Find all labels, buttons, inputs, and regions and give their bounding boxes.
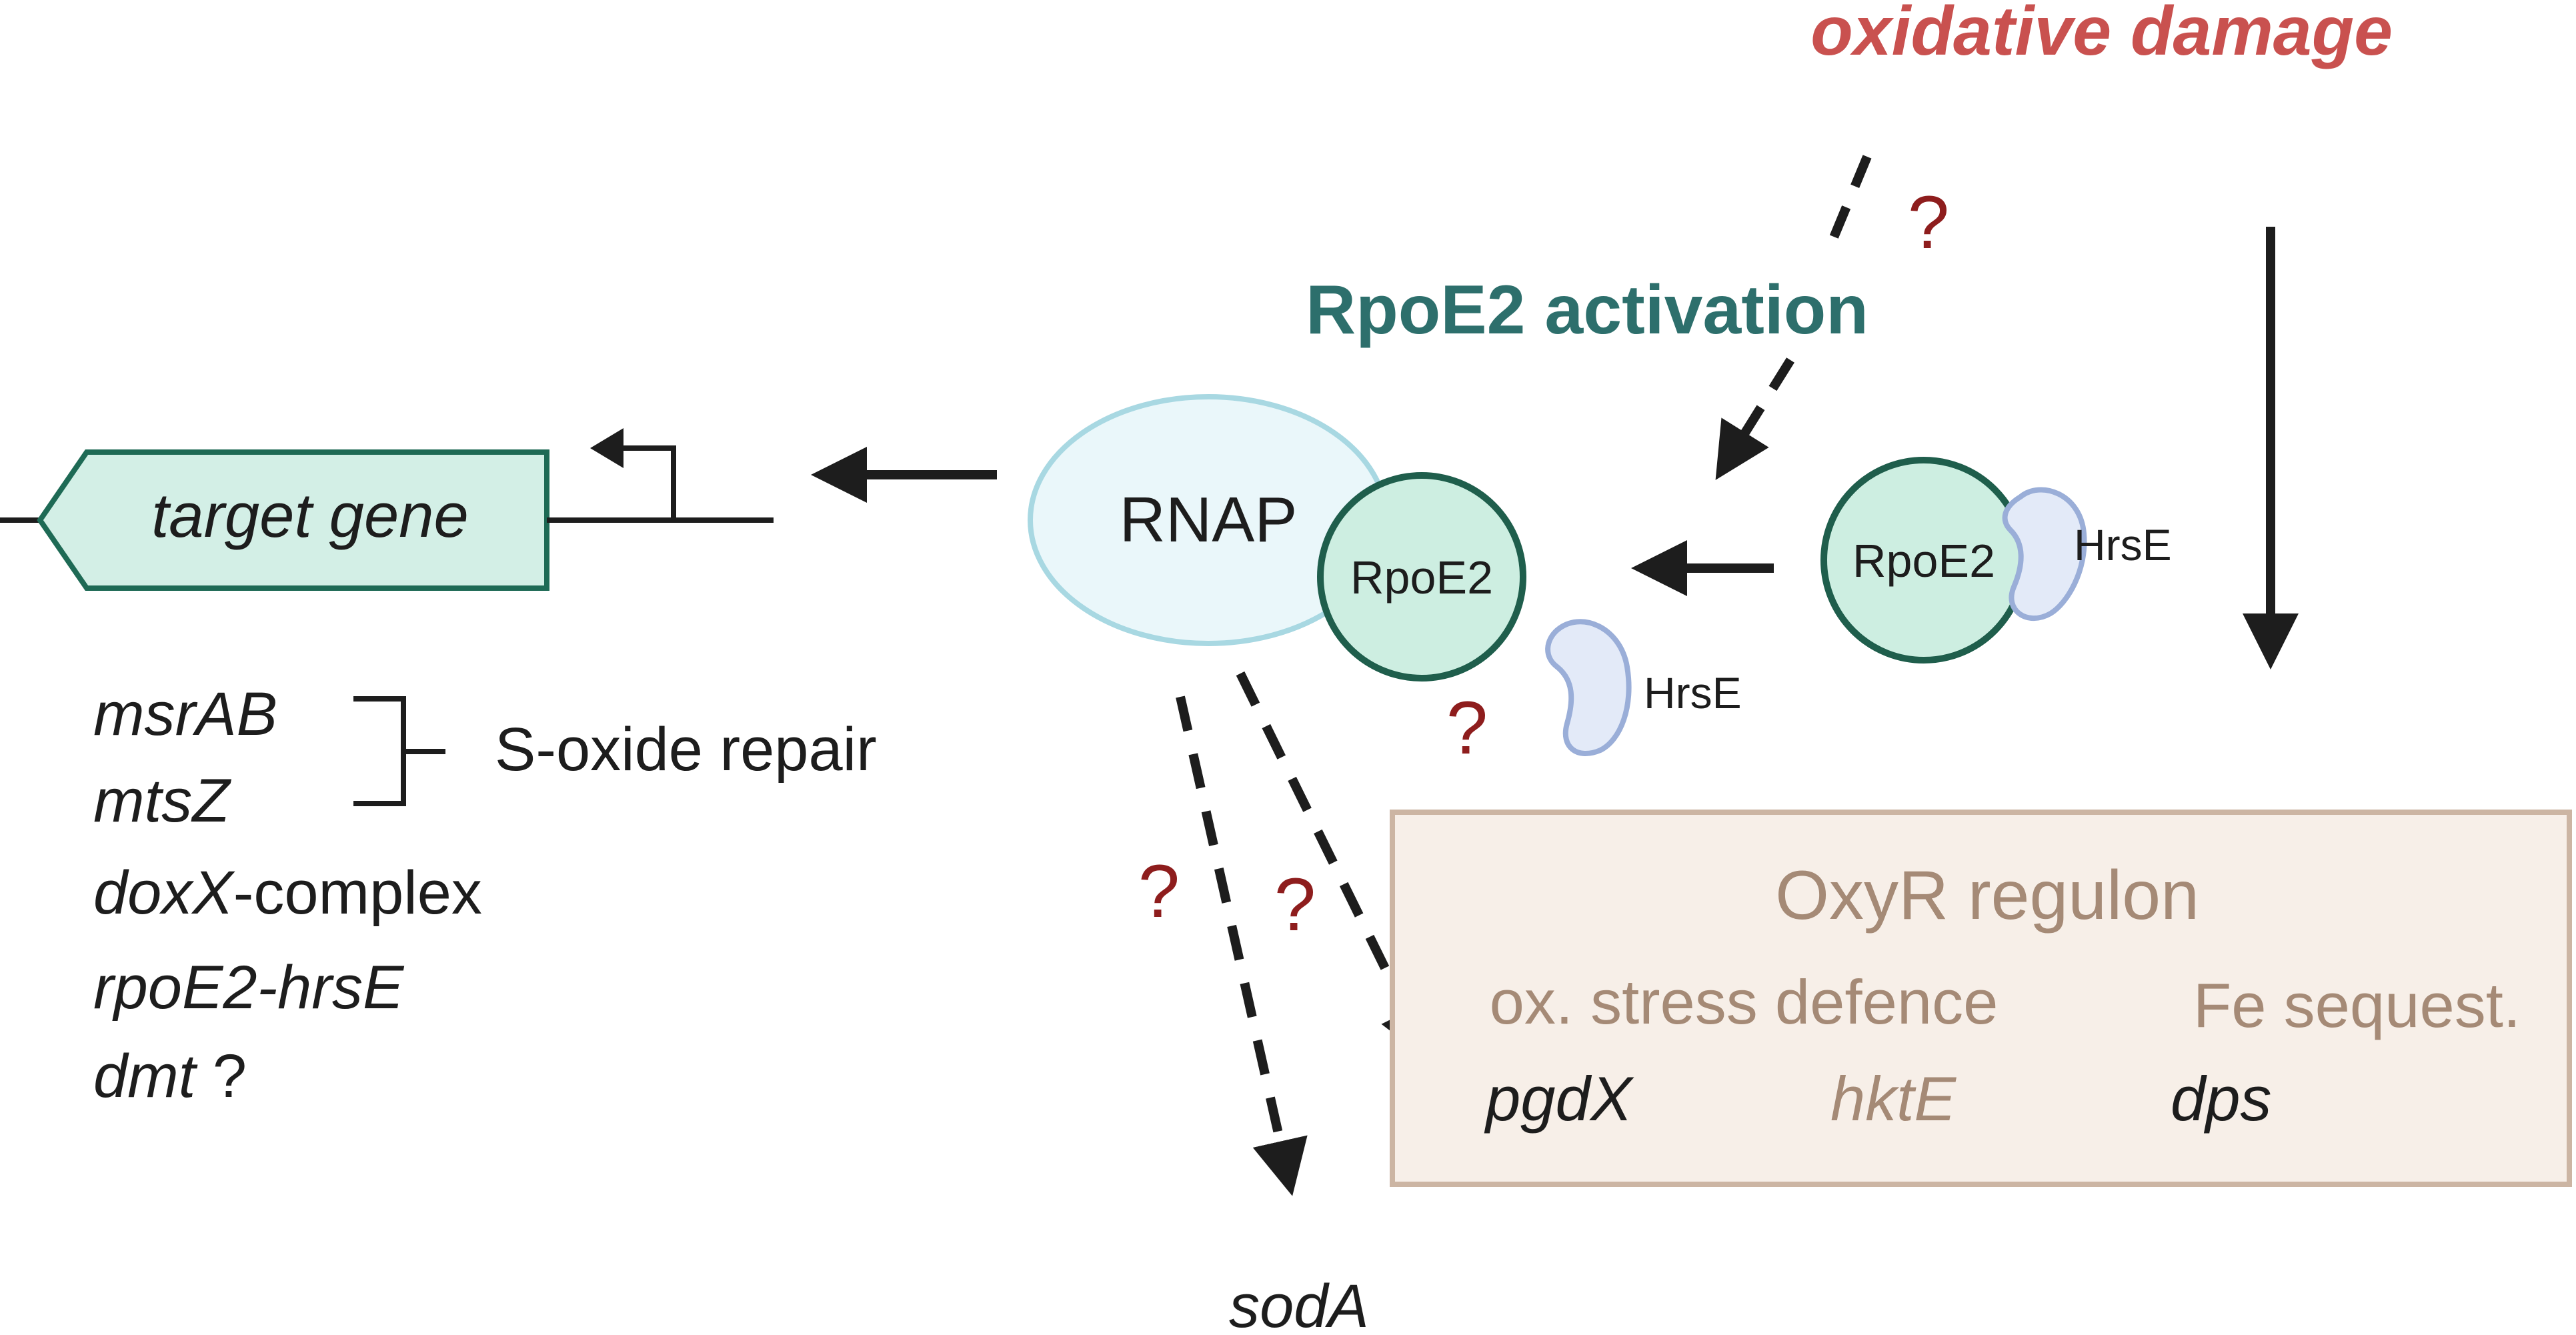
oxyr-gene-hkte: hktE bbox=[1830, 1064, 1957, 1134]
gene-doxx-complex: doxX-complex bbox=[93, 859, 482, 927]
rpoe2-bound-label: RpoE2 bbox=[1350, 551, 1493, 603]
oxyr-col1-heading: ox. stress defence bbox=[1490, 967, 1999, 1037]
hrse-released-label: HrsE bbox=[1644, 668, 1742, 718]
oxyr-gene-dps: dps bbox=[2171, 1064, 2272, 1134]
hrse-complex-shape bbox=[2002, 487, 2087, 621]
rnap-label: RNAP bbox=[1120, 484, 1298, 555]
s-oxide-repair-label: S-oxide repair bbox=[495, 716, 877, 784]
question-mark-soda: ? bbox=[1138, 850, 1180, 933]
gene-doxx-suffix: -complex bbox=[233, 859, 482, 927]
gene-doxx: doxX bbox=[93, 859, 235, 927]
oxyr-gene-pgdx: pgdX bbox=[1484, 1064, 1634, 1134]
activation-label: RpoE2 activation bbox=[1306, 271, 1868, 349]
rpoe2-bound-circle bbox=[1317, 472, 1526, 682]
dashed-arrow-rnap-to-soda bbox=[1176, 696, 1308, 1196]
gene-dmt-line: dmt ? bbox=[93, 1042, 247, 1110]
gene-rpoe2-hrse: rpoE2-hrsE bbox=[93, 954, 405, 1022]
hrse-complex-label: HrsE bbox=[2074, 520, 2172, 569]
dashed-arrow-damage-to-activation bbox=[1822, 155, 1872, 255]
title: oxidative damage bbox=[1810, 0, 2393, 70]
gene-msrab: msrAB bbox=[93, 680, 277, 748]
soda-label: sodA bbox=[1229, 1272, 1369, 1335]
dashed-arrow-activation-to-rnap bbox=[1715, 357, 1794, 480]
gene-dmt-suffix: ? bbox=[195, 1042, 247, 1110]
rpoe2-free-label: RpoE2 bbox=[1852, 535, 1995, 587]
question-mark-activation: ? bbox=[1908, 181, 1949, 264]
promoter-arrowhead bbox=[590, 428, 623, 468]
target-gene-label: target gene bbox=[151, 480, 469, 550]
gene-dmt: dmt bbox=[93, 1042, 198, 1110]
oxyr-regulon-box bbox=[1390, 810, 2572, 1187]
gene-mtsz: mtsZ bbox=[93, 767, 231, 835]
question-mark-hrse: ? bbox=[1446, 686, 1488, 770]
oxyr-col2-heading: Fe sequest. bbox=[2193, 970, 2521, 1040]
question-mark-pgdx: ? bbox=[1274, 863, 1316, 946]
hrse-released-shape bbox=[1545, 619, 1632, 756]
oxyr-title: OxyR regulon bbox=[1775, 857, 2199, 934]
promoter-arrow bbox=[613, 445, 676, 519]
s-oxide-bracket bbox=[353, 696, 406, 806]
